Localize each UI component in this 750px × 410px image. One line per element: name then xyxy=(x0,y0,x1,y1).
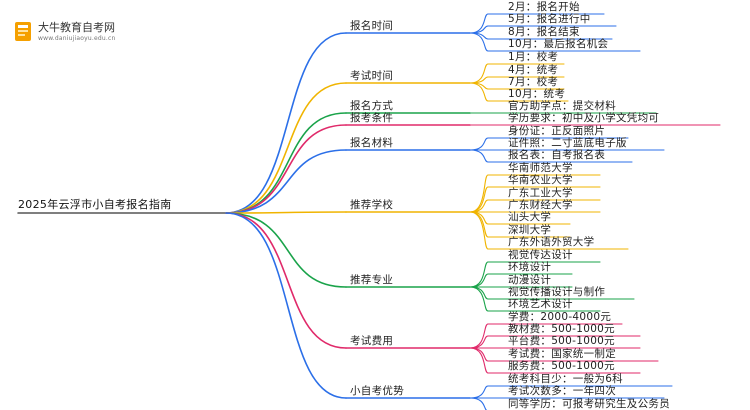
leaf-link-6-4 xyxy=(469,286,489,312)
branch-node-7[interactable]: 考试费用 xyxy=(350,335,394,347)
leaf-link-8-0 xyxy=(469,385,489,399)
branch-link-1 xyxy=(225,82,347,214)
leaf-node-6-4[interactable]: 环境艺术设计 xyxy=(508,298,573,310)
leaf-node-7-1[interactable]: 教材费：500-1000元 xyxy=(508,323,615,335)
branch-node-1[interactable]: 考试时间 xyxy=(350,70,394,82)
leaf-node-0-1[interactable]: 5月：报名进行中 xyxy=(508,13,591,25)
branch-node-4[interactable]: 报名材料 xyxy=(350,137,394,149)
branch-link-8 xyxy=(225,212,347,399)
leaf-node-1-3[interactable]: 10月：统考 xyxy=(508,88,566,100)
leaf-node-0-2[interactable]: 8月：报名结束 xyxy=(508,26,580,38)
leaf-node-8-2[interactable]: 同等学历：可报考研究生及公务员 xyxy=(508,398,670,410)
branch-node-2[interactable]: 报名方式 xyxy=(350,100,394,112)
branch-link-4 xyxy=(225,149,347,214)
branch-node-8[interactable]: 小自考优势 xyxy=(350,385,404,397)
leaf-link-5-6 xyxy=(469,211,489,250)
leaf-link-5-0 xyxy=(469,174,489,213)
leaf-node-5-4[interactable]: 汕头大学 xyxy=(508,211,552,223)
leaf-link-8-2 xyxy=(469,397,487,410)
leaf-link-6-1 xyxy=(469,273,489,288)
leaf-node-4-2[interactable]: 报名表：自考报名表 xyxy=(508,149,606,161)
branch-link-3 xyxy=(225,124,347,214)
branch-node-3[interactable]: 报考条件 xyxy=(350,112,394,124)
leaf-link-6-3 xyxy=(469,286,489,300)
leaf-link-7-3 xyxy=(469,347,489,362)
leaf-link-4-0 xyxy=(469,137,489,151)
leaf-link-0-3 xyxy=(469,32,489,52)
leaf-node-8-0[interactable]: 统考科目少：一般为6科 xyxy=(508,373,623,385)
leaf-node-7-2[interactable]: 平台费：500-1000元 xyxy=(508,335,615,347)
leaf-node-0-0[interactable]: 2月：报名开始 xyxy=(508,1,580,13)
branch-link-0 xyxy=(225,32,347,214)
leaf-link-7-4 xyxy=(469,347,489,374)
leaf-link-0-1 xyxy=(469,25,489,34)
leaf-node-1-0[interactable]: 1月：校考 xyxy=(508,51,559,63)
leaf-node-4-1[interactable]: 证件照：二寸蓝底电子版 xyxy=(508,137,627,149)
leaf-node-5-5[interactable]: 深圳大学 xyxy=(508,224,552,236)
leaf-node-8-1[interactable]: 考试次数多：一年四次 xyxy=(508,385,616,397)
leaf-link-6-0 xyxy=(469,261,489,288)
logo-url: www.daniujiaoyu.edu.cn xyxy=(38,35,116,42)
leaf-node-6-2[interactable]: 动漫设计 xyxy=(508,274,552,286)
leaf-node-7-3[interactable]: 考试费：国家统一制定 xyxy=(508,348,616,360)
leaf-link-0-0 xyxy=(469,13,489,34)
leaf-node-1-2[interactable]: 7月：校考 xyxy=(508,76,559,88)
leaf-node-6-0[interactable]: 视觉传达设计 xyxy=(508,249,573,261)
leaf-node-0-3[interactable]: 10月：最后报名机会 xyxy=(508,38,609,50)
leaf-link-1-0 xyxy=(469,63,489,84)
leaf-link-4-2 xyxy=(469,149,489,163)
leaf-link-5-5 xyxy=(469,211,489,238)
branch-link-5 xyxy=(225,211,347,214)
leaf-node-6-3[interactable]: 视觉传播设计与制作 xyxy=(508,286,606,298)
leaf-link-5-1 xyxy=(469,186,489,213)
leaf-node-5-3[interactable]: 广东财经大学 xyxy=(508,199,573,211)
root-node[interactable]: 2025年云浮市小自考报名指南 xyxy=(18,198,172,211)
site-logo[interactable]: 大牛教育自考网 www.daniujiaoyu.edu.cn xyxy=(8,16,158,50)
leaf-link-7-0 xyxy=(469,323,489,349)
logo-title: 大牛教育自考网 xyxy=(38,21,115,34)
branch-link-6 xyxy=(225,212,347,288)
book-logo-icon xyxy=(15,22,31,41)
leaf-node-7-0[interactable]: 学费：2000-4000元 xyxy=(508,311,612,323)
branch-node-6[interactable]: 推荐专业 xyxy=(350,274,394,286)
leaf-link-1-3 xyxy=(469,82,489,102)
branch-link-7 xyxy=(225,212,347,349)
leaf-node-5-1[interactable]: 华南农业大学 xyxy=(508,174,573,186)
leaf-node-6-1[interactable]: 环境设计 xyxy=(508,261,552,273)
leaf-node-5-6[interactable]: 广东外语外贸大学 xyxy=(508,236,595,248)
branch-node-5[interactable]: 推荐学校 xyxy=(350,199,394,211)
leaf-node-7-4[interactable]: 服务费：500-1000元 xyxy=(508,360,615,372)
leaf-link-7-1 xyxy=(469,335,489,349)
leaf-node-5-2[interactable]: 广东工业大学 xyxy=(508,187,573,199)
leaf-node-2-0[interactable]: 官方助学点：提交材料 xyxy=(508,100,616,112)
leaf-node-3-0[interactable]: 学历要求：初中及小学文凭均可 xyxy=(508,112,660,124)
leaf-node-1-1[interactable]: 4月：统考 xyxy=(508,64,559,76)
branch-node-0[interactable]: 报名时间 xyxy=(350,20,394,32)
leaf-node-5-0[interactable]: 华南师范大学 xyxy=(508,162,573,174)
leaf-node-4-0[interactable]: 身份证：正反面照片 xyxy=(508,125,606,137)
